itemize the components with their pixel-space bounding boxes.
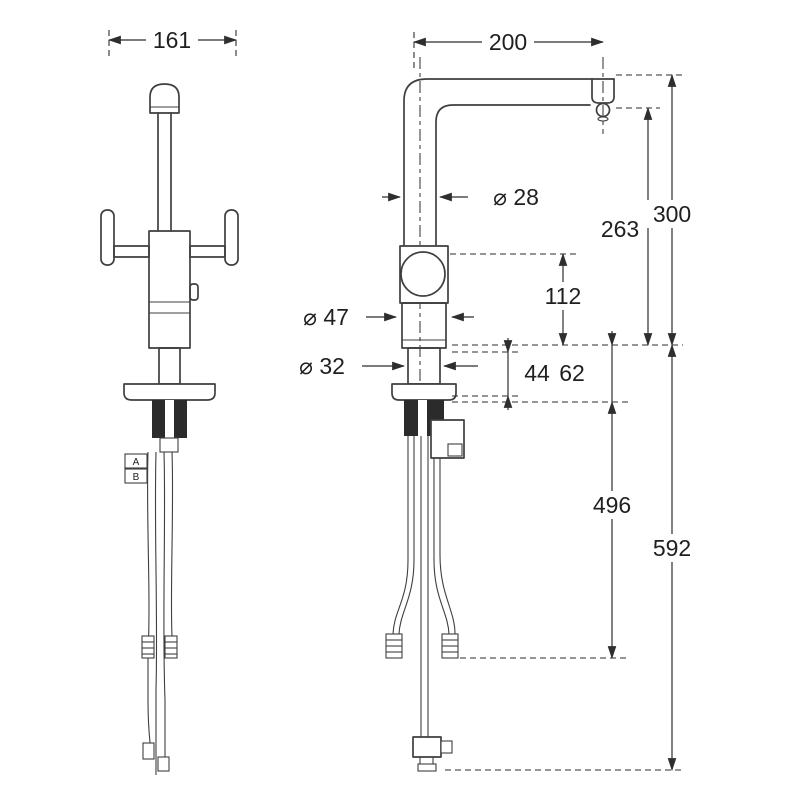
hose-tag-a-label: A <box>133 457 140 468</box>
side-base-plate <box>391 383 457 401</box>
dim-reach: 200 <box>412 28 605 72</box>
dim-body-dia: ⌀ 47 <box>303 304 474 330</box>
bottom-valve <box>412 736 453 772</box>
side-hose-connectors <box>385 633 459 659</box>
front-spout-cap <box>149 83 180 114</box>
front-hose-connectors <box>141 635 178 659</box>
side-body-lower <box>401 302 447 349</box>
dim-front-width-label: 161 <box>153 27 191 53</box>
dim-deck-b: 62 <box>559 331 617 402</box>
hose-tag-a: A <box>124 453 148 469</box>
front-body <box>148 230 191 349</box>
dim-deck-a: 44 <box>452 338 550 410</box>
dim-base-dia: ⌀ 32 <box>299 353 478 379</box>
front-view: A B <box>100 83 239 775</box>
dim-body-height-label: 112 <box>545 283 582 309</box>
front-base-plate <box>123 383 216 401</box>
dim-spout-dia: ⌀ 28 <box>382 184 539 210</box>
dim-total-height: 300 <box>616 73 698 347</box>
dim-total-height-label: 300 <box>653 201 691 227</box>
dim-spout-dia-label: ⌀ 28 <box>493 184 539 210</box>
dim-deck-a-label: 44 <box>524 360 550 386</box>
hose-tag-b-label: B <box>133 472 140 483</box>
dim-hose-drop-label: 496 <box>593 492 631 518</box>
dim-body-height: 112 <box>450 252 589 347</box>
dimensions: 161 200 ⌀ 28 263 300 <box>107 26 698 772</box>
side-spout-inner <box>435 104 591 247</box>
dim-reach-label: 200 <box>489 29 527 55</box>
dim-deck-b-label: 62 <box>559 360 585 386</box>
ball-joint <box>400 251 446 297</box>
hose-tag-b: B <box>124 468 148 484</box>
front-right-lever <box>224 209 239 266</box>
side-view <box>385 57 615 772</box>
front-left-lever <box>100 209 115 266</box>
dim-spout-height-label: 263 <box>601 216 639 242</box>
side-body-upper <box>399 245 449 304</box>
dim-total-drop-label: 592 <box>653 535 691 561</box>
dim-hose-drop: 496 <box>460 400 638 660</box>
dim-body-dia-label: ⌀ 47 <box>303 304 349 330</box>
dim-front-width: 161 <box>107 26 238 58</box>
side-spout-outer <box>403 78 615 247</box>
dim-base-dia-label: ⌀ 32 <box>299 353 345 379</box>
dim-total-drop: 592 <box>445 343 698 772</box>
